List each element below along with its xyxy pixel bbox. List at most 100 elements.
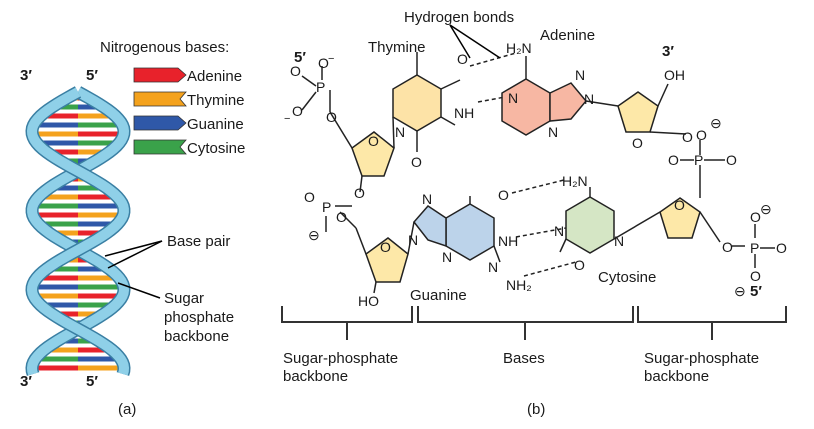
base-pair-callout: Base pair xyxy=(104,233,230,269)
sugar-cytosine xyxy=(659,197,701,239)
atom-adenine-n7: N xyxy=(575,67,585,83)
legend-label-guanine: Guanine xyxy=(187,116,244,133)
thymine-swatch xyxy=(133,91,187,107)
atom-left-p-bottom: P xyxy=(322,199,331,215)
section-right-line2: backbone xyxy=(644,368,709,385)
base-pair-label: Base pair xyxy=(167,233,230,250)
atom-adenine-sugar-o: O xyxy=(632,135,643,151)
atom-adenine-n1: N xyxy=(508,90,518,106)
atom-right-p-bottom-neg: ⊖ xyxy=(760,201,772,217)
double-helix xyxy=(25,86,131,376)
atom-guanine-n3: N xyxy=(442,249,452,265)
atom-right-p-bottom-o2: O xyxy=(750,209,761,225)
atom-adenine-n3: N xyxy=(548,124,558,140)
deoxyribose-sugars xyxy=(351,91,701,283)
panel-b-label: (b) xyxy=(527,401,545,418)
helix-end-top-right: 5′ xyxy=(86,67,98,84)
bracket-left-backbone xyxy=(281,306,413,323)
atom-guanine-n9: N xyxy=(408,232,418,248)
panel-a-label: (a) xyxy=(118,401,136,418)
atom-right-p-bottom-o4: O xyxy=(750,268,761,284)
adenine-ring xyxy=(501,78,587,136)
atom-right-p-bottom-o3: O xyxy=(776,240,787,256)
helix-end-bottom-left: 3′ xyxy=(20,373,32,390)
section-right-line1: Sugar-phosphate xyxy=(644,350,759,367)
atom-thymine-o-bottom: O xyxy=(411,154,422,170)
atom-sugar-g-o: O xyxy=(380,239,391,255)
atom-right-p-bottom-neg2: ⊖ xyxy=(734,283,746,299)
label-thymine: Thymine xyxy=(368,39,426,56)
strand-end-left-top: 5′ xyxy=(294,49,306,66)
helix-end-top-left: 3′ xyxy=(20,67,32,84)
backbone-strand xyxy=(26,87,130,376)
label-cytosine: Cytosine xyxy=(598,269,656,286)
legend-item-cytosine: Cytosine xyxy=(133,139,245,157)
sugar-adenine xyxy=(617,91,659,133)
guanine-swatch xyxy=(133,115,187,131)
cytosine-ring xyxy=(565,196,615,254)
atom-guanine-n2: N xyxy=(488,259,498,275)
atom-left-p-top-o1: O xyxy=(290,63,301,79)
atom-right-p-top-o1: O xyxy=(682,129,693,145)
bracket-right-backbone xyxy=(637,306,787,323)
legend-label-thymine: Thymine xyxy=(187,92,245,109)
atom-labels: O NH O N H₂N N N N N OH O P O O − O − O … xyxy=(284,40,787,309)
atom-left-p-top-minus1: − xyxy=(328,53,334,65)
sugar-guanine xyxy=(365,237,409,283)
atom-right-p-top-o4: O xyxy=(668,152,679,168)
strand-end-right-top: 3′ xyxy=(662,43,674,60)
atom-left-p-bottom-o2: O xyxy=(304,189,315,205)
atom-right-p-bottom-o1: O xyxy=(722,239,733,255)
adenine-swatch xyxy=(133,67,187,83)
section-brackets xyxy=(281,306,787,340)
section-left-line2: backbone xyxy=(283,368,348,385)
legend-label-cytosine: Cytosine xyxy=(187,140,245,157)
atom-right-p-top-o2: O xyxy=(696,127,707,143)
atom-adenine-h2n: H₂N xyxy=(506,40,532,56)
hydrogen-bonds-label: Hydrogen bonds xyxy=(404,9,514,26)
cytosine-swatch xyxy=(133,139,187,155)
backbone-label-line2: phosphate xyxy=(164,309,234,326)
hydrogen-bonds-callout: Hydrogen bonds xyxy=(404,9,514,59)
atom-left-p-top-o2: O xyxy=(318,55,329,71)
atom-left-p-bottom-neg: ⊖ xyxy=(308,227,320,243)
hydrogen-bond-lines xyxy=(469,52,577,277)
atom-cytosine-o: O xyxy=(574,257,585,273)
guanine-ring xyxy=(413,203,495,261)
atom-thymine-o-top: O xyxy=(457,51,468,67)
legend-label-adenine: Adenine xyxy=(187,68,242,85)
atom-left-p-bottom-o3: O xyxy=(336,209,347,225)
atom-left-p-top: P xyxy=(316,79,325,95)
atom-left-p-bottom-o1: O xyxy=(354,185,365,201)
atom-cytosine-n3: N xyxy=(554,223,564,239)
legend-item-thymine: Thymine xyxy=(133,91,245,109)
atom-sugar-c-o: O xyxy=(674,197,685,213)
atom-left-p-top-minus2: − xyxy=(284,113,290,125)
backbone-label-line3: backbone xyxy=(164,328,229,345)
atom-adenine-sugar-oh: OH xyxy=(664,67,685,83)
atom-guanine-nh: NH xyxy=(498,233,518,249)
atom-right-p-bottom: P xyxy=(750,240,759,256)
atom-right-p-top: P xyxy=(694,152,703,168)
backbone-callout: Sugar phosphate backbone xyxy=(117,282,234,345)
section-left-line1: Sugar-phosphate xyxy=(283,350,398,367)
atom-guanine-o: O xyxy=(498,187,509,203)
atom-right-p-top-neg: ⊖ xyxy=(710,115,722,131)
atom-left-p-top-o4: O xyxy=(326,109,337,125)
legend-item-adenine: Adenine xyxy=(133,67,242,85)
atom-guanine-nh2: NH₂ xyxy=(506,277,532,293)
strand-end-right-bottom: 5′ xyxy=(750,283,762,300)
atom-left-p-top-o3: O xyxy=(292,103,303,119)
covalent-bonds xyxy=(301,52,775,294)
atom-right-p-top-o3: O xyxy=(726,152,737,168)
helix-end-bottom-right: 5′ xyxy=(86,373,98,390)
atom-thymine-nh: NH xyxy=(454,105,474,121)
section-middle: Bases xyxy=(503,350,545,367)
atom-guanine-n7: N xyxy=(422,191,432,207)
bracket-bases xyxy=(417,306,634,323)
label-guanine: Guanine xyxy=(410,287,467,304)
atom-adenine-n9: N xyxy=(584,91,594,107)
atom-sugar-g-ho: HO xyxy=(358,293,379,309)
